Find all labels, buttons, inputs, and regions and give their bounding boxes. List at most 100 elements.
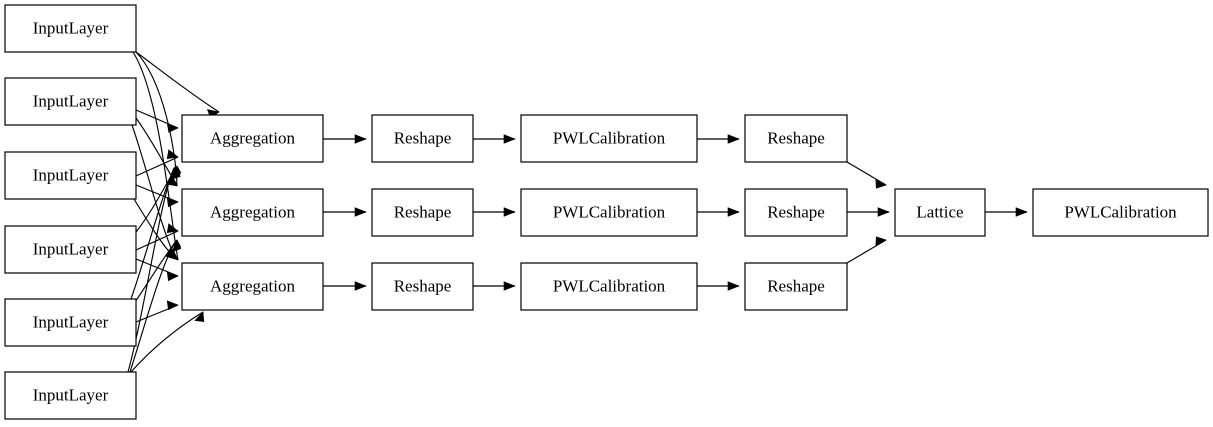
node-box[interactable] <box>371 188 474 237</box>
node-label: Reshape <box>394 128 452 147</box>
node-box[interactable] <box>181 114 324 163</box>
arrowhead-icon <box>503 134 516 144</box>
node-rs1_0[interactable]: Reshape <box>371 114 474 163</box>
node-lattice[interactable]: Lattice <box>894 188 986 237</box>
node-box[interactable] <box>181 188 324 237</box>
node-rs1_1[interactable]: Reshape <box>371 188 474 237</box>
node-layer: InputLayerInputLayerInputLayerInputLayer… <box>4 4 1209 420</box>
edge-line <box>135 156 179 177</box>
node-label: PWLCalibration <box>553 128 666 147</box>
node-box[interactable] <box>371 262 474 311</box>
arrowhead-icon <box>166 223 179 234</box>
edge-layer <box>127 51 1028 373</box>
node-rs2_2[interactable]: Reshape <box>744 262 848 311</box>
node-box[interactable] <box>4 225 137 274</box>
node-box[interactable] <box>4 77 137 126</box>
node-box[interactable] <box>371 114 474 163</box>
edge-input_3-to-agg_1 <box>135 223 179 251</box>
edge-line <box>135 51 220 113</box>
edge-rs1_1-to-pwl_1 <box>473 207 516 217</box>
node-box[interactable] <box>1032 188 1209 237</box>
node-label: Reshape <box>394 276 452 295</box>
arrowhead-icon <box>727 281 740 291</box>
edge-agg_1-to-rs1_1 <box>323 207 367 217</box>
node-input_0[interactable]: InputLayer <box>4 4 137 53</box>
node-label: Reshape <box>767 128 825 147</box>
node-box[interactable] <box>744 188 848 237</box>
node-label: Aggregation <box>210 276 295 295</box>
node-box[interactable] <box>4 151 137 200</box>
edge-input_2-to-agg_1 <box>135 184 179 208</box>
node-input_3[interactable]: InputLayer <box>4 225 137 274</box>
node-box[interactable] <box>4 371 137 420</box>
node-box[interactable] <box>520 262 698 311</box>
edge-input_5-to-agg_2 <box>130 311 205 373</box>
edge-pwl_2-to-rs2_2 <box>697 281 740 291</box>
node-box[interactable] <box>181 262 324 311</box>
node-rs2_0[interactable]: Reshape <box>744 114 848 163</box>
edge-agg_2-to-rs1_2 <box>323 281 367 291</box>
node-input_1[interactable]: InputLayer <box>4 77 137 126</box>
edge-input_1-to-agg_0 <box>135 109 179 133</box>
edge-rs2_2-to-lattice <box>846 236 887 264</box>
node-label: InputLayer <box>33 18 109 37</box>
node-input_5[interactable]: InputLayer <box>4 371 137 420</box>
arrowhead-icon <box>171 167 181 180</box>
edge-line <box>132 51 179 261</box>
node-label: InputLayer <box>33 91 109 110</box>
node-label: Lattice <box>916 202 963 221</box>
node-box[interactable] <box>520 114 698 163</box>
node-label: InputLayer <box>33 165 109 184</box>
arrowhead-icon <box>194 311 205 323</box>
node-label: Reshape <box>767 276 825 295</box>
edge-input_5-to-agg_1 <box>129 240 182 373</box>
arrowhead-icon <box>171 240 182 253</box>
node-rs2_1[interactable]: Reshape <box>744 188 848 237</box>
node-box[interactable] <box>4 298 137 347</box>
edge-pwl_0-to-rs2_0 <box>697 134 740 144</box>
edge-rs2_0-to-lattice <box>846 161 887 189</box>
edge-input_3-to-agg_2 <box>135 258 179 282</box>
edge-rs1_0-to-pwl_0 <box>473 134 516 144</box>
edge-input_0-to-agg_0 <box>135 51 220 119</box>
node-pwl_1[interactable]: PWLCalibration <box>520 188 698 237</box>
arrowhead-icon <box>165 247 177 260</box>
arrowhead-icon <box>727 134 740 144</box>
node-box[interactable] <box>4 4 137 53</box>
node-box[interactable] <box>744 114 848 163</box>
arrowhead-icon <box>166 122 179 133</box>
node-pwl_out[interactable]: PWLCalibration <box>1032 188 1209 237</box>
node-pwl_0[interactable]: PWLCalibration <box>520 114 698 163</box>
node-rs1_2[interactable]: Reshape <box>371 262 474 311</box>
edge-input_5-to-agg_0 <box>127 167 181 373</box>
edge-input_2-to-agg_2 <box>133 198 177 260</box>
node-label: Aggregation <box>210 202 295 221</box>
node-agg_1[interactable]: Aggregation <box>181 188 324 237</box>
arrowhead-icon <box>503 281 516 291</box>
arrowhead-icon <box>354 281 367 291</box>
arrowhead-icon <box>875 178 887 189</box>
node-label: Reshape <box>767 202 825 221</box>
edge-line <box>130 311 204 373</box>
node-box[interactable] <box>520 188 698 237</box>
arrowhead-icon <box>354 207 367 217</box>
node-agg_0[interactable]: Aggregation <box>181 114 324 163</box>
node-label: InputLayer <box>33 385 109 404</box>
node-label: InputLayer <box>33 239 109 258</box>
node-box[interactable] <box>894 188 986 237</box>
node-input_4[interactable]: InputLayer <box>4 298 137 347</box>
node-input_2[interactable]: InputLayer <box>4 151 137 200</box>
arrowhead-icon <box>727 207 740 217</box>
node-label: PWLCalibration <box>553 276 666 295</box>
arrowhead-icon <box>1015 207 1028 217</box>
node-box[interactable] <box>744 262 848 311</box>
node-label: PWLCalibration <box>1064 202 1177 221</box>
edge-line <box>129 240 177 373</box>
node-pwl_2[interactable]: PWLCalibration <box>520 262 698 311</box>
node-agg_2[interactable]: Aggregation <box>181 262 324 311</box>
edge-agg_0-to-rs1_0 <box>323 134 367 144</box>
arrowhead-icon <box>166 197 179 208</box>
node-label: PWLCalibration <box>553 202 666 221</box>
edge-line <box>135 230 179 251</box>
